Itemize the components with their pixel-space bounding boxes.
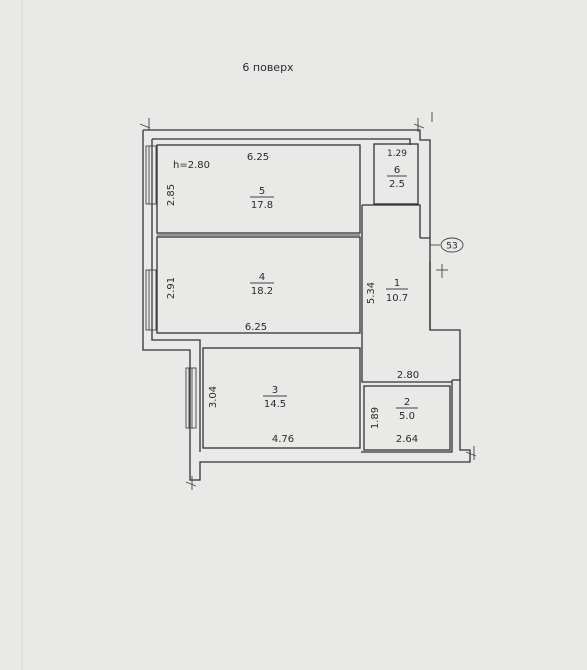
room5-depth-dimension: 2.85 [166,184,177,206]
room4-width-dimension: 6.25 [245,322,267,333]
room3-area: 14.5 [264,399,286,410]
marker-label: 53 [446,242,457,252]
room-6-outline [373,143,419,205]
room1-area: 10.7 [386,293,408,304]
room5-area: 17.8 [251,200,273,211]
room5-width-dimension: 6.25 [247,152,269,163]
room1-depth-dimension: 5.34 [366,282,377,304]
room3-number: 3 [272,385,278,396]
room2-area: 5.0 [399,411,415,422]
room-1-top-wall [362,204,421,238]
room3-width-dimension: 4.76 [272,434,294,445]
room2-depth-dimension: 1.89 [370,407,381,429]
room-4-outline [156,236,361,334]
room6-area: 2.5 [389,179,405,190]
room1-number: 1 [394,278,400,289]
room5-number: 5 [259,186,265,197]
room2-number: 2 [404,397,410,408]
room3-depth-dimension: 3.04 [208,386,219,408]
room4-depth-dimension: 2.91 [166,277,177,299]
room-1-outline [361,205,452,383]
window-room3 [185,367,197,429]
room2-width-bottom-dimension: 2.64 [396,434,418,445]
room-3-outline [202,347,361,449]
window-room4 [145,269,157,331]
outer-walls [142,129,471,481]
room-2-outline [363,385,451,451]
room-5-outline [156,144,361,234]
window-room5 [145,145,157,205]
room2-width-top-dimension: 2.80 [397,370,419,381]
room4-area: 18.2 [251,286,273,297]
room6-number: 6 [394,165,400,176]
ceiling-height-label: h=2.80 [173,160,210,171]
floor-title: 6 поверх [242,61,294,74]
room4-number: 4 [259,272,265,283]
room6-width-dimension: 1.29 [387,149,407,159]
axis-ticks [139,112,477,490]
marker-bubble [440,237,464,253]
